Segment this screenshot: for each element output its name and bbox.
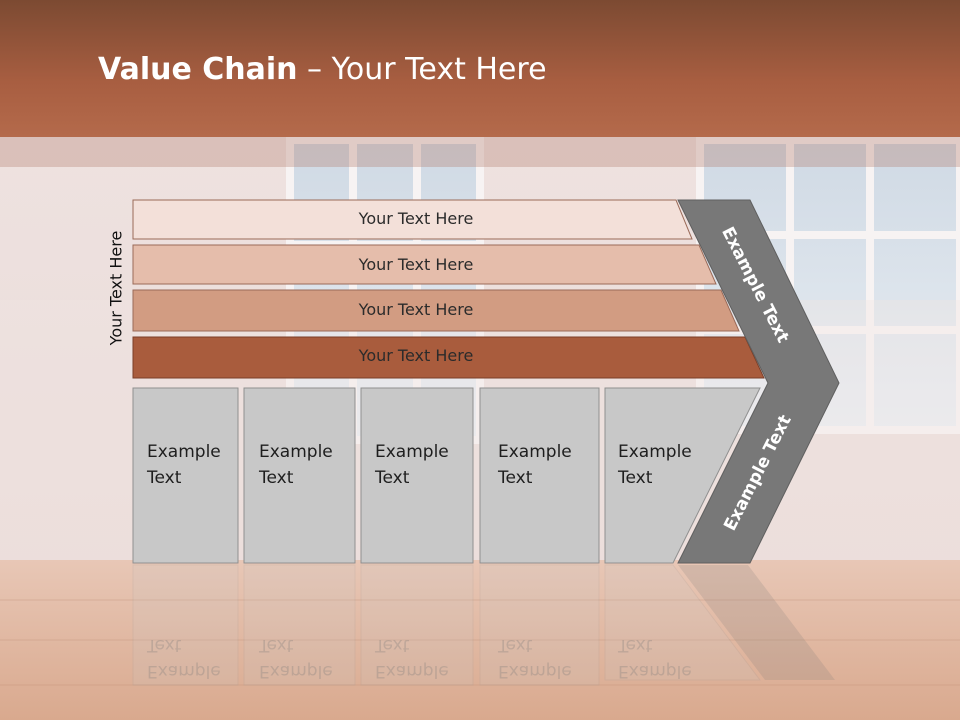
bar-3[interactable]: [132, 289, 740, 332]
floor: [0, 560, 960, 720]
title-band: [0, 137, 960, 167]
box-1-reflection-line1: Example: [147, 661, 221, 681]
box-4-reflection: Example Text: [498, 632, 572, 684]
side-label: Your Text Here: [106, 230, 126, 346]
box-2-reflection: Example Text: [259, 632, 333, 684]
box-2-reflection-line1: Example: [259, 661, 333, 681]
box-3[interactable]: [360, 387, 474, 564]
box-3-text: Example Text: [375, 439, 449, 491]
box-4-reflection-line1: Example: [498, 661, 572, 681]
box-3-reflection-line1: Example: [375, 661, 449, 681]
bar-4[interactable]: [132, 336, 765, 379]
box-2-text: Example Text: [259, 439, 333, 491]
box-1-line2: Text: [147, 468, 182, 488]
box-5-text: Example Text: [618, 439, 692, 491]
box-3-reflection: Example Text: [375, 632, 449, 684]
page-title: Value Chain – Your Text Here: [98, 52, 547, 87]
box-5-line1: Example: [618, 442, 692, 462]
box-1-reflection: Example Text: [147, 632, 221, 684]
box-5-reflection: Example Text: [618, 632, 692, 684]
bar-1[interactable]: [132, 199, 693, 240]
box-5[interactable]: [604, 387, 761, 564]
box-4-reflection-line2: Text: [498, 635, 533, 655]
chevron-arrow[interactable]: [677, 199, 840, 564]
title-bar: [0, 0, 960, 137]
box-4-text: Example Text: [498, 439, 572, 491]
box-5-reflection-line2: Text: [618, 635, 653, 655]
box-3-line1: Example: [375, 442, 449, 462]
title-bold: Value Chain: [98, 52, 298, 87]
box-4[interactable]: [479, 387, 600, 564]
box-2-line2: Text: [259, 468, 294, 488]
bar-3-label: Your Text Here: [358, 300, 474, 319]
bar-2-label: Your Text Here: [358, 255, 474, 274]
bar-2[interactable]: [132, 244, 717, 285]
bar-1-label: Your Text Here: [358, 209, 474, 228]
box-1-text: Example Text: [147, 439, 221, 491]
box-2-line1: Example: [259, 442, 333, 462]
box-3-line2: Text: [375, 468, 410, 488]
title-rest: – Your Text Here: [297, 52, 547, 87]
box-5-line2: Text: [618, 468, 653, 488]
box-1-reflection-line2: Text: [147, 635, 182, 655]
box-2[interactable]: [243, 387, 356, 564]
bar-4-label: Your Text Here: [358, 346, 474, 365]
box-4-line1: Example: [498, 442, 572, 462]
box-1-line1: Example: [147, 442, 221, 462]
box-1[interactable]: [132, 387, 239, 564]
box-5-reflection-line1: Example: [618, 661, 692, 681]
box-3-reflection-line2: Text: [375, 635, 410, 655]
box-4-line2: Text: [498, 468, 533, 488]
box-2-reflection-line2: Text: [259, 635, 294, 655]
